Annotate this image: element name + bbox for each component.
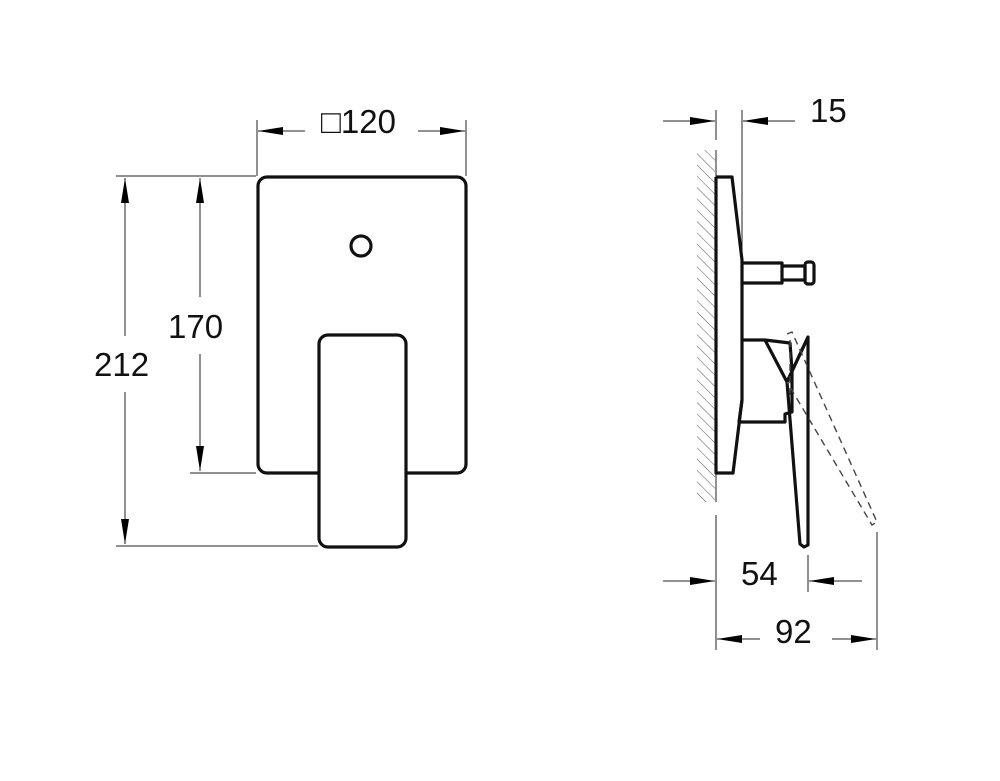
rotated-depth-label: 92 (775, 613, 812, 650)
lever-profile (785, 335, 810, 549)
handle-lever (317, 333, 408, 549)
plate-height-label: 170 (168, 308, 223, 345)
dimension-rotated-depth: 92 (717, 532, 878, 650)
dimension-total-height: 212 (94, 178, 318, 547)
dimension-plate-depth: 15 (663, 92, 847, 290)
total-height-label: 212 (94, 346, 149, 383)
diverter-knob (349, 234, 373, 258)
wall-hatch (697, 150, 715, 502)
width-label: □120 (321, 103, 396, 140)
dimension-lever-depth: 54 (663, 515, 862, 650)
diverter-stem (742, 260, 816, 286)
dimension-width: □120 (256, 103, 467, 176)
side-view: 15 54 (663, 92, 878, 650)
plate-depth-label: 15 (810, 92, 847, 129)
front-view: □120 170 212 (94, 103, 468, 549)
dimension-plate-height: 170 (116, 175, 256, 474)
lever-depth-label: 54 (741, 555, 778, 592)
lever-rotated-dashed (786, 331, 878, 526)
cover-plate-profile (714, 175, 744, 475)
handle-body (737, 338, 794, 424)
